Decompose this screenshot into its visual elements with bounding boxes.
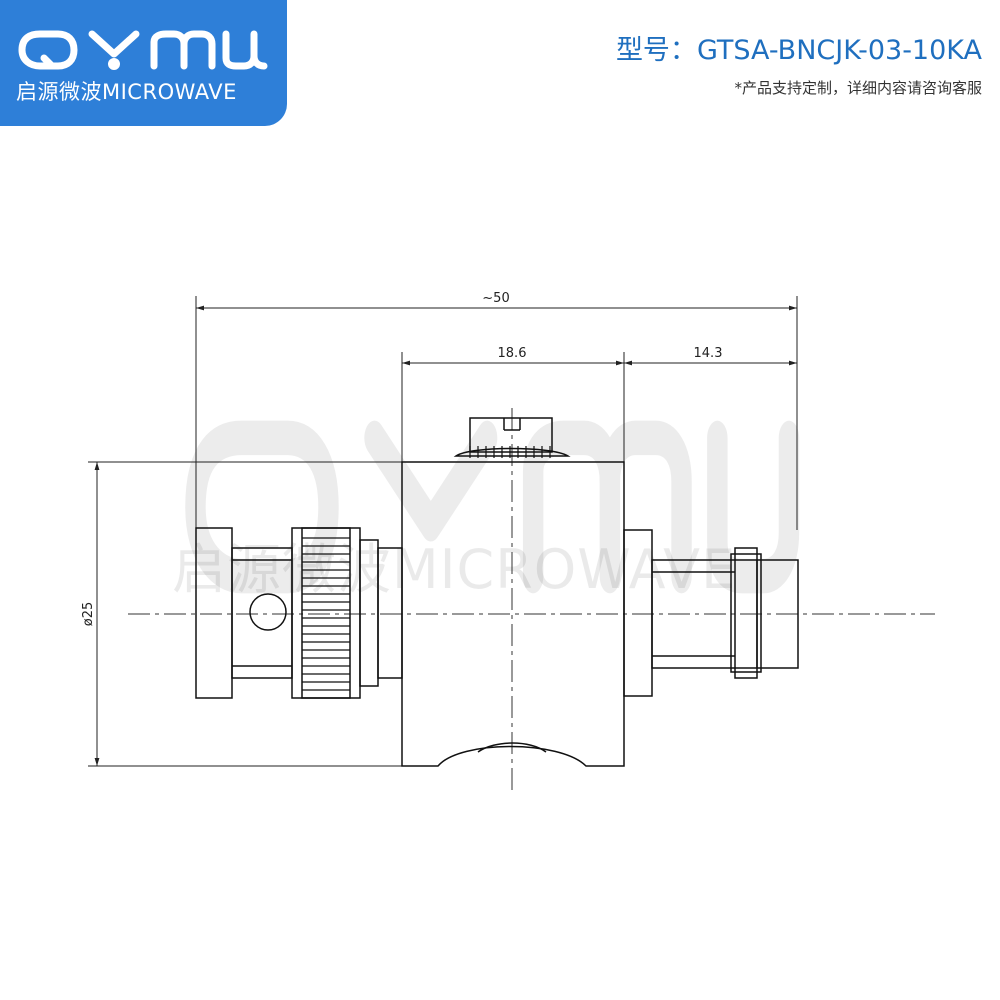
model-title: 型号：GTSA-BNCJK-03-10KA <box>616 28 982 67</box>
washer-serration <box>469 446 551 458</box>
dim-body-width: 18.6 <box>498 346 527 361</box>
bayonet-pin <box>249 593 287 631</box>
jack-shoulder <box>623 529 653 697</box>
jack-barrel <box>651 559 799 669</box>
bnc-bayonet-sleeve <box>231 547 293 679</box>
arrester-body <box>401 461 625 767</box>
dim-overall-length: ~50 <box>482 291 509 306</box>
ground-screw <box>469 417 553 453</box>
dim-body-diameter: ø25 <box>81 602 96 627</box>
brand-badge: 启源微波MICROWAVE <box>0 0 287 126</box>
customization-note: *产品支持定制，详细内容请咨询客服 <box>734 79 982 97</box>
brand-logo <box>18 30 268 70</box>
bnc-flange <box>195 527 233 699</box>
nut-collar <box>359 539 379 687</box>
brand-subtitle: 启源微波MICROWAVE <box>16 80 237 104</box>
knurl-pattern <box>302 537 350 691</box>
model-prefix: 型号： <box>615 35 697 66</box>
model-number: GTSA-BNCJK-03-10KA <box>696 35 982 66</box>
jack-hex-nut <box>734 547 758 679</box>
dim-jack-length: 14.3 <box>694 346 723 361</box>
